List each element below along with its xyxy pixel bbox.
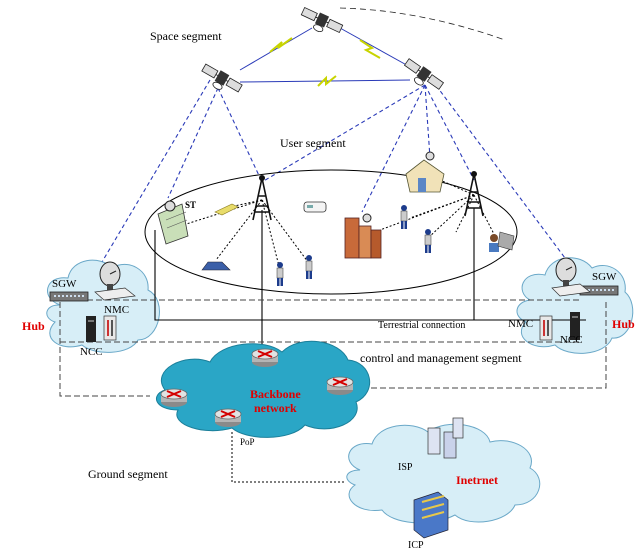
left-ncc-server [86,315,117,342]
user-segment-label: User segment [280,136,346,150]
ncc-left-label: NCC [80,346,103,358]
terrestrial-lines [154,208,586,355]
building-icon [157,200,189,245]
isp-server-icon [427,417,464,459]
train-icon [303,201,327,213]
icp-label: ICP [408,540,424,551]
pop-label: PoP [240,437,255,447]
backbone-label-line1: Backbone [250,387,301,401]
isl-lightning [269,37,381,87]
router-icon [326,376,354,396]
right-dish-base [551,283,591,297]
internet-cloud [346,423,541,524]
laptop-user-icon [489,231,515,252]
internet-label: Inetrnet [456,473,498,487]
router-icon [251,348,279,368]
person-icon [400,204,408,230]
nmc-left-label: NMC [104,304,129,316]
satellite-icon [197,61,244,100]
left-sgw-device [49,291,89,302]
user-segment-ellipse [144,169,518,295]
ncc-right-label: NCC [560,334,583,346]
backbone-label-line2: network [254,401,297,415]
backbone-cloud [155,340,371,438]
person-icon [305,254,313,280]
nmc-right-label: NMC [508,318,533,330]
management-dashed-lines [59,299,607,397]
right-ncc-server [539,312,580,341]
house-icon [405,151,445,193]
orbit-arc [339,7,506,41]
pop-to-internet-line [231,432,345,483]
person-icon [276,261,284,287]
sgw-left-label: SGW [52,278,77,290]
isp-label: ISP [398,462,413,473]
hub-left-label: Hub [22,319,45,333]
satellite-links [101,79,569,263]
user-terminal-links [179,179,498,271]
satellite-icon [399,56,446,97]
left-dish-base [94,287,136,301]
router-icon [160,388,188,408]
st-label: ST [185,200,196,210]
satellite-icon [297,5,345,41]
inter-satellite-links [239,27,413,83]
apartment-icon [344,213,382,259]
plane-icon [214,203,239,216]
icp-server-icon [413,491,449,539]
car-icon [201,261,231,271]
space-segment-label: Space segment [150,29,222,43]
hub-right-label: Hub [612,317,635,331]
person-icon [424,228,432,254]
left-hub-cloud [46,259,160,353]
ground-segment-label: Ground segment [88,467,168,481]
router-icon [214,408,242,428]
control-segment-label: control and management segment [360,351,522,365]
sgw-right-label: SGW [592,271,617,283]
terrestrial-connection-label: Terrestrial connection [378,320,465,331]
